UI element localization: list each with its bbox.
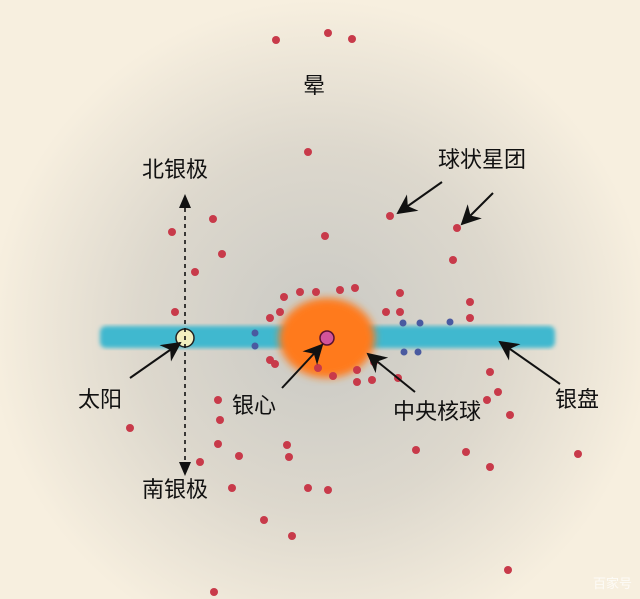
cluster-dot (266, 314, 274, 322)
cluster-arrow-2 (460, 192, 494, 226)
label-halo: 晕 (303, 74, 326, 99)
cluster-dot (235, 452, 243, 460)
cluster-dot (304, 148, 312, 156)
cluster-dot (210, 588, 218, 596)
cluster-dot (412, 446, 420, 454)
disk-star-dot (414, 348, 422, 356)
cluster-dot (368, 376, 376, 384)
cluster-dot (171, 308, 179, 316)
cluster-dot (462, 448, 470, 456)
cluster-dot (312, 288, 320, 296)
cluster-dot (483, 396, 491, 404)
cluster-dot (168, 228, 176, 236)
disk-star-dot (251, 342, 259, 350)
cluster-dot (453, 224, 461, 232)
cluster-dot (196, 458, 204, 466)
label-north-pole: 北银极 (142, 158, 209, 183)
cluster-dot (324, 486, 332, 494)
cluster-dot (353, 366, 361, 374)
cluster-dot (396, 308, 404, 316)
cluster-dot (216, 416, 224, 424)
center-arrow (281, 343, 324, 389)
cluster-dot (336, 286, 344, 294)
south-arrowhead (179, 462, 191, 476)
cluster-dot (276, 308, 284, 316)
cluster-dot (218, 250, 226, 258)
cluster-dot (574, 450, 582, 458)
watermark: 百家号 (592, 577, 632, 592)
label-globular-clusters: 球状星团 (438, 148, 527, 173)
cluster-dot (449, 256, 457, 264)
disk-star-dot (416, 319, 424, 327)
cluster-dot (191, 268, 199, 276)
globular-clusters (126, 29, 582, 596)
cluster-dot (329, 372, 337, 380)
cluster-dot (209, 215, 217, 223)
cluster-dot (214, 440, 222, 448)
cluster-dot (386, 212, 394, 220)
bulge-arrow (366, 352, 416, 393)
label-sun: 太阳 (78, 388, 123, 413)
galactic-center (319, 330, 335, 346)
cluster-dot (314, 364, 322, 372)
cluster-dot (304, 484, 312, 492)
cluster-dot (353, 378, 361, 386)
label-central-bulge: 中央核球 (393, 400, 482, 425)
cluster-dot (504, 566, 512, 574)
cluster-dot (260, 516, 268, 524)
cluster-dot (126, 424, 134, 432)
cluster-dot (285, 453, 293, 461)
cluster-dot (280, 293, 288, 301)
label-galactic-center: 银心 (232, 394, 277, 419)
disk-star-dot (399, 319, 407, 327)
cluster-dot (466, 314, 474, 322)
cluster-dot (296, 288, 304, 296)
cluster-dot (396, 289, 404, 297)
cluster-dot (486, 463, 494, 471)
cluster-dot (324, 29, 332, 37)
cluster-dot (494, 388, 502, 396)
cluster-dot (351, 284, 359, 292)
cluster-dot (283, 441, 291, 449)
sun-arrow (129, 341, 182, 379)
label-south-pole: 南银极 (142, 478, 209, 503)
cluster-dot (466, 298, 474, 306)
cluster-dot (382, 308, 390, 316)
cluster-dot (228, 484, 236, 492)
disk-star-dot (400, 348, 408, 356)
cluster-dot (348, 35, 356, 43)
cluster-arrow-1 (396, 181, 443, 215)
disk-star-dot (446, 318, 454, 326)
cluster-dot (506, 411, 514, 419)
cluster-dot (486, 368, 494, 376)
north-arrowhead (179, 194, 191, 208)
cluster-dot (272, 36, 280, 44)
cluster-dot (266, 356, 274, 364)
cluster-dot (321, 232, 329, 240)
disk-arrow (498, 340, 561, 385)
cluster-dot (288, 532, 296, 540)
cluster-dot (214, 396, 222, 404)
disk-star-dot (251, 329, 259, 337)
label-disk: 银盘 (555, 388, 600, 413)
